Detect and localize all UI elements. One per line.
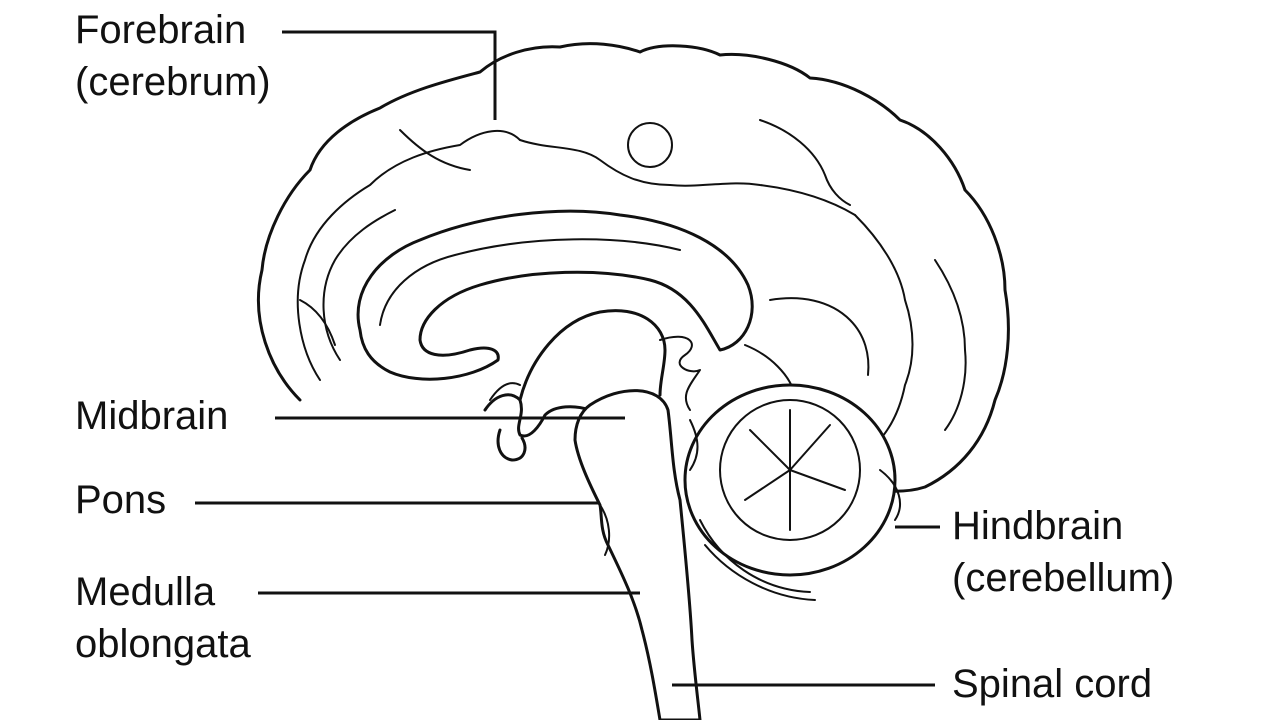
brainstem xyxy=(573,389,702,720)
label-midbrain: Midbrain xyxy=(75,390,228,442)
gyri-contour-2 xyxy=(322,209,396,361)
label-hindbrain-line-2: (cerebellum) xyxy=(952,556,1175,600)
gyri-contour-6 xyxy=(759,119,851,206)
label-hindbrain-line-1: Hindbrain xyxy=(952,504,1124,548)
label-medulla: Medulla oblongata xyxy=(75,566,251,670)
arbor-vitae-3 xyxy=(789,469,846,491)
label-forebrain-line-1: Forebrain xyxy=(75,8,247,52)
gyri-contour-4 xyxy=(854,214,914,446)
gyri-contour-5 xyxy=(934,259,967,431)
cerebellum-folia-3 xyxy=(879,469,901,521)
gyri-contour-7 xyxy=(399,129,471,171)
pituitary xyxy=(496,428,527,462)
gyri-contour-9 xyxy=(769,297,870,376)
label-medulla-line-2: oblongata xyxy=(75,622,251,666)
cerebellum-folia-2 xyxy=(704,544,816,601)
label-forebrain-line-2: (cerebrum) xyxy=(75,60,271,104)
label-spinal-cord-line-1: Spinal cord xyxy=(952,662,1153,706)
label-pons: Pons xyxy=(75,474,166,526)
gyri-contour-1 xyxy=(296,129,521,381)
gyri-contour-8 xyxy=(299,299,336,346)
optic-region xyxy=(489,382,521,401)
arbor-vitae-1 xyxy=(749,429,791,471)
cerebellum-folia-1 xyxy=(699,519,811,593)
pons-contour xyxy=(599,504,611,556)
thalamus xyxy=(518,309,667,402)
label-spinal-cord: Spinal cord xyxy=(952,658,1152,710)
cerebellum-inner xyxy=(719,399,861,541)
corpus-callosum xyxy=(356,209,754,381)
label-pons-line-1: Pons xyxy=(75,478,167,522)
label-forebrain: Forebrain (cerebrum) xyxy=(75,4,271,108)
gyri-contour-3 xyxy=(519,139,856,216)
label-midbrain-line-1: Midbrain xyxy=(75,394,229,438)
label-hindbrain: Hindbrain (cerebellum) xyxy=(952,500,1174,604)
leader-forebrain xyxy=(282,30,497,120)
corpus-callosum-inner xyxy=(379,238,681,326)
arbor-vitae-2 xyxy=(789,424,831,471)
cerebellum-peduncle xyxy=(689,419,699,471)
gyrus-loop xyxy=(627,122,673,168)
arbor-vitae-4 xyxy=(744,469,791,501)
cerebrum-outline xyxy=(257,42,1010,493)
third-ventricle xyxy=(659,335,701,411)
label-medulla-line-1: Medulla xyxy=(75,570,216,614)
